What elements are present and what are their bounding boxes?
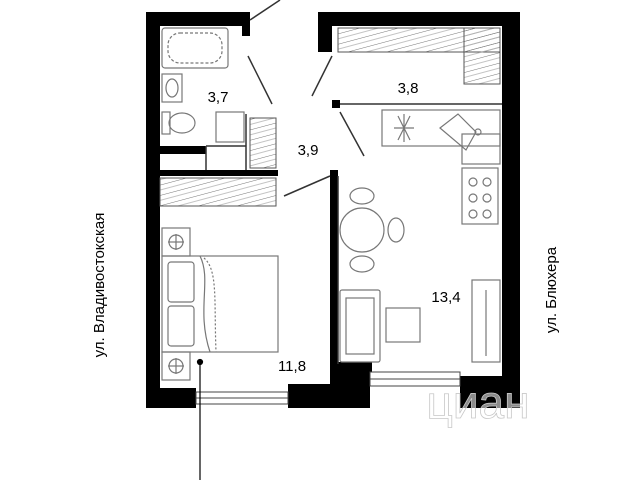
dining-table xyxy=(339,207,385,253)
outer-walls xyxy=(146,12,520,408)
toilet-tank xyxy=(161,111,171,135)
corner-cabinet xyxy=(461,133,501,165)
nightstand-bottom xyxy=(161,351,191,381)
area-kitchen-living: 13,4 xyxy=(431,289,460,306)
toilet xyxy=(168,112,196,134)
area-hallway: 3,9 xyxy=(298,142,319,159)
bathtub xyxy=(161,27,229,69)
bathroom-fixtures xyxy=(161,27,245,143)
leader-line xyxy=(196,358,204,480)
counter xyxy=(381,109,501,147)
stove xyxy=(461,167,499,225)
fridge xyxy=(471,279,501,363)
bed xyxy=(161,255,279,353)
area-bathroom: 3,7 xyxy=(208,89,229,106)
street-left-label: ул. Владивостокская xyxy=(91,213,108,358)
street-right-label: ул. Блюхера xyxy=(543,246,560,333)
area-storage: 3,8 xyxy=(398,80,419,97)
sink xyxy=(161,73,183,103)
wardrobes xyxy=(159,27,501,207)
area-bedroom: 11,8 xyxy=(278,358,306,375)
sofa xyxy=(339,289,381,363)
doors xyxy=(247,0,365,197)
watermark: циан xyxy=(426,376,529,428)
washing-machine xyxy=(215,111,245,143)
interior-walls xyxy=(160,26,372,388)
bedroom-furniture xyxy=(161,227,279,381)
partition-lines xyxy=(205,103,502,364)
coffee-table xyxy=(385,307,421,343)
windows xyxy=(195,371,461,405)
kitchen-furniture xyxy=(339,109,501,363)
area-labels: 3,7 3,8 3,9 11,8 13,4 xyxy=(208,80,461,375)
